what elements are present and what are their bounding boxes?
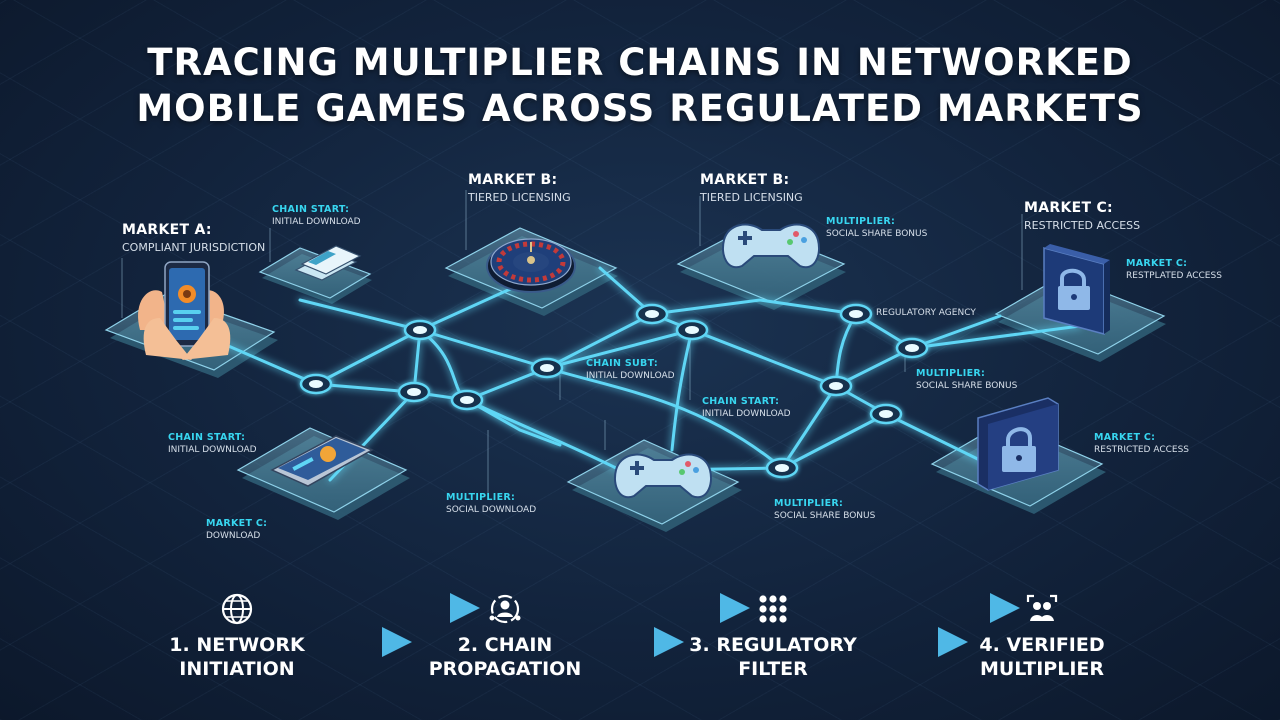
process-steps: 1. NETWORK INITIATION 2. CHAIN PROPAGATI… [0, 590, 1280, 700]
step-2: 2. CHAIN PROPAGATION [405, 590, 605, 681]
label-chain-start-2: CHAIN SUBT: INITIAL DOWNLOAD [586, 358, 675, 381]
leader-lines [121, 190, 1023, 494]
node [635, 303, 669, 325]
label-multiplier-1: MULTIPLIER: SOCIAL SHARE BONUS [826, 216, 928, 239]
label-market-b-1: MARKET B: TIERED LICENSING [468, 172, 571, 204]
label-multiplier-4: MULTIPLIER: SOCIAL SHARE BONUS [774, 498, 876, 521]
label-chain-start-3: CHAIN START: INITIAL DOWNLOAD [702, 396, 791, 419]
label-regulatory-note: REGULATORY AGENCY [876, 308, 976, 318]
gamepad-icon-2 [614, 453, 712, 499]
network-user-icon [405, 590, 605, 628]
grid-dots-icon [673, 590, 873, 628]
page-title: TRACING MULTIPLIER CHAINS IN NETWORKED M… [0, 40, 1280, 132]
step-4-text: 4. VERIFIED MULTIPLIER [979, 634, 1105, 680]
label-chain-start-1: CHAIN START: INITIAL DOWNLOAD [272, 204, 361, 227]
node [403, 319, 437, 341]
cards-icon [294, 245, 362, 281]
title-line-2: MOBILE GAMES ACROSS REGULATED MARKETS [136, 87, 1144, 130]
label-chain-start-4: CHAIN START: INITIAL DOWNLOAD [168, 432, 257, 455]
node [675, 319, 709, 341]
step-3: 3. REGULATORY FILTER [673, 590, 873, 681]
label-market-b-2: MARKET B: TIERED LICENSING [700, 172, 803, 204]
padlock-icon [1043, 244, 1110, 335]
step-arrows [270, 593, 1020, 657]
step-3-text: 3. REGULATORY FILTER [689, 634, 857, 680]
step-2-text: 2. CHAIN PROPAGATION [428, 634, 582, 680]
label-market-c-2: MARKET C: RESTPLATED ACCESS [1126, 258, 1222, 281]
verified-users-icon [942, 590, 1142, 628]
node [895, 337, 929, 359]
step-1: 1. NETWORK INITIATION [137, 590, 337, 681]
node [450, 389, 484, 411]
locked-safe-icon [977, 397, 1059, 491]
title-line-1: TRACING MULTIPLIER CHAINS IN NETWORKED [147, 41, 1133, 84]
phone-in-hands-icon [138, 261, 231, 360]
gamepad-icon [722, 223, 820, 269]
step-1-text: 1. NETWORK INITIATION [169, 634, 305, 680]
chain-nodes [299, 303, 929, 479]
node [839, 303, 873, 325]
label-multiplier-3: MULTIPLIER: SOCIAL DOWNLOAD [446, 492, 537, 515]
label-market-a: MARKET A: COMPLIANT JURISDICTION [122, 222, 266, 254]
network-diagram [104, 190, 1166, 532]
label-multiplier-2: MULTIPLIER: SOCIAL SHARE BONUS [916, 368, 1018, 391]
node [869, 403, 903, 425]
node [765, 457, 799, 479]
mobile-phone-icon [270, 435, 374, 487]
label-market-c-4: MARKET C: DOWNLOAD [206, 518, 268, 541]
globe-icon [137, 590, 337, 628]
label-market-c-1: MARKET C: RESTRICTED ACCESS [1024, 200, 1141, 232]
step-4: 4. VERIFIED MULTIPLIER [942, 590, 1142, 681]
node [819, 375, 853, 397]
node [299, 373, 333, 395]
roulette-icon [486, 238, 576, 293]
node [530, 357, 564, 379]
label-market-c-3: MARKET C: RESTRICTED ACCESS [1094, 432, 1189, 455]
node [397, 381, 431, 403]
